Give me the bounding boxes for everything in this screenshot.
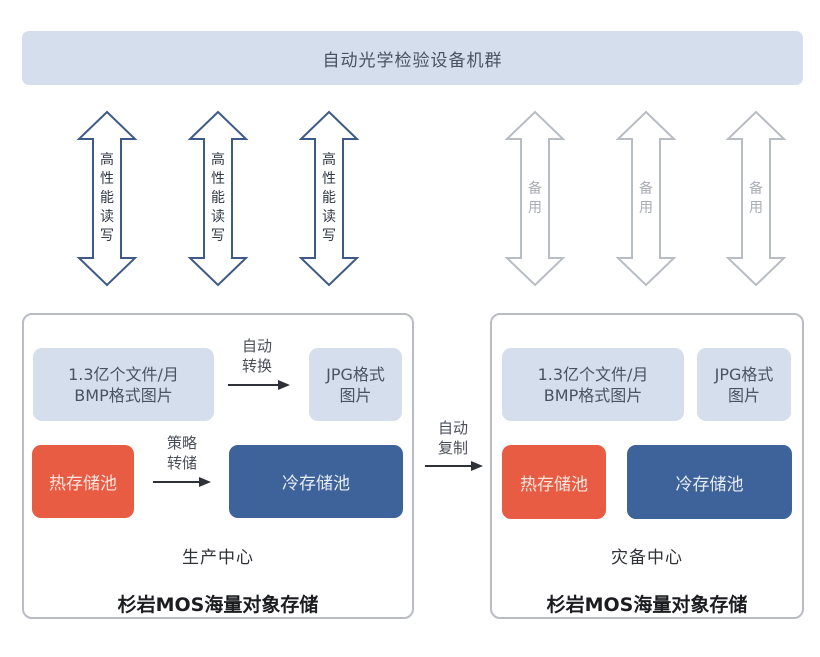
arrow-label-char: 用 xyxy=(749,200,763,216)
auto-convert-line2: 转换 xyxy=(241,357,272,375)
arrow-label-char: 高 xyxy=(211,151,225,168)
production-target-line2: 图片 xyxy=(339,385,372,405)
production-cold-pool-label: 冷存储池 xyxy=(282,474,350,494)
arrow-label-char: 备 xyxy=(528,181,542,197)
production-hot-pool-label: 热存储池 xyxy=(49,474,117,494)
spare-label-4: 备用 xyxy=(525,180,545,218)
spare-label-6: 备用 xyxy=(746,180,766,218)
dr-cold-pool-label: 冷存储池 xyxy=(675,474,744,495)
arrow-label-char: 高 xyxy=(322,151,336,168)
banner-title: 自动光学检验设备机群 xyxy=(322,50,503,71)
read-write-label-2: 高性能读写 xyxy=(208,151,228,246)
dr-product-name: 杉岩MOS海量对象存储 xyxy=(546,594,748,616)
auto-replicate-line2: 复制 xyxy=(437,439,468,457)
production-cold-pool: 冷存储池 xyxy=(229,445,403,518)
dr-target-line1: JPG格式 xyxy=(714,364,774,384)
arrow-label-char: 写 xyxy=(322,227,336,244)
read-write-arrow-3 xyxy=(298,110,360,287)
production-source-line1: 1.3亿个文件/月 xyxy=(68,364,179,384)
arrow-label-char: 备 xyxy=(749,181,763,197)
production-bmp-source-box: 1.3亿个文件/月 BMP格式图片 xyxy=(33,348,214,421)
dr-hot-pool-label: 热存储池 xyxy=(520,474,588,495)
arrow-label-char: 用 xyxy=(639,200,653,216)
spare-arrow-4 xyxy=(504,110,566,287)
arrow-label-char: 写 xyxy=(100,227,114,244)
arrow-label-char: 读 xyxy=(100,208,114,225)
dr-target-line2: 图片 xyxy=(727,385,760,405)
arrow-label-char: 读 xyxy=(322,208,336,225)
auto-convert-label: 自动 转换 xyxy=(232,336,282,376)
dr-source-line2: BMP格式图片 xyxy=(543,385,643,405)
policy-dump-label: 策略 转储 xyxy=(157,433,207,473)
auto-replicate-arrow xyxy=(425,461,483,471)
arrow-label-char: 性 xyxy=(322,170,336,187)
read-write-label-1: 高性能读写 xyxy=(97,151,117,246)
policy-dump-line2: 转储 xyxy=(166,454,197,472)
read-write-arrow-2 xyxy=(187,110,249,287)
spare-arrow-5 xyxy=(615,110,677,287)
spare-arrow-6 xyxy=(725,110,787,287)
production-center-name: 生产中心 xyxy=(182,548,254,568)
spare-label-5: 备用 xyxy=(636,180,656,218)
arrow-label-char: 读 xyxy=(211,208,225,225)
production-hot-pool: 热存储池 xyxy=(32,445,134,518)
dr-center-name: 灾备中心 xyxy=(611,548,683,568)
auto-convert-arrow xyxy=(228,380,290,390)
arrow-label-char: 性 xyxy=(211,170,225,187)
auto-replicate-line1: 自动 xyxy=(437,419,468,437)
auto-replicate-label: 自动 复制 xyxy=(428,418,478,458)
arrow-label-char: 性 xyxy=(100,170,114,187)
arrow-label-char: 写 xyxy=(211,227,225,244)
inspection-cluster-banner: 自动光学检验设备机群 xyxy=(22,31,803,85)
arrow-label-char: 用 xyxy=(528,200,542,216)
auto-convert-line1: 自动 xyxy=(241,337,272,355)
read-write-arrow-1 xyxy=(76,110,138,287)
double-arrows-layer xyxy=(76,110,787,287)
production-target-line1: JPG格式 xyxy=(326,364,385,384)
arrow-label-char: 备 xyxy=(639,181,653,197)
arrow-label-char: 高 xyxy=(100,151,114,168)
policy-dump-line1: 策略 xyxy=(166,434,197,452)
dr-cold-pool: 冷存储池 xyxy=(627,445,792,519)
production-product-name: 杉岩MOS海量对象存储 xyxy=(117,594,319,616)
dr-hot-pool: 热存储池 xyxy=(502,445,606,519)
read-write-label-3: 高性能读写 xyxy=(319,151,339,246)
dr-bmp-source-box: 1.3亿个文件/月 BMP格式图片 xyxy=(502,348,684,421)
arrow-label-char: 能 xyxy=(211,189,225,206)
policy-dump-arrow xyxy=(153,477,211,487)
arrow-label-char: 能 xyxy=(322,189,336,206)
dr-jpg-target-box: JPG格式 图片 xyxy=(697,348,791,421)
production-source-line2: BMP格式图片 xyxy=(74,385,173,405)
production-jpg-target-box: JPG格式 图片 xyxy=(309,348,402,421)
dr-source-line1: 1.3亿个文件/月 xyxy=(537,364,649,384)
arrow-label-char: 能 xyxy=(100,189,114,206)
